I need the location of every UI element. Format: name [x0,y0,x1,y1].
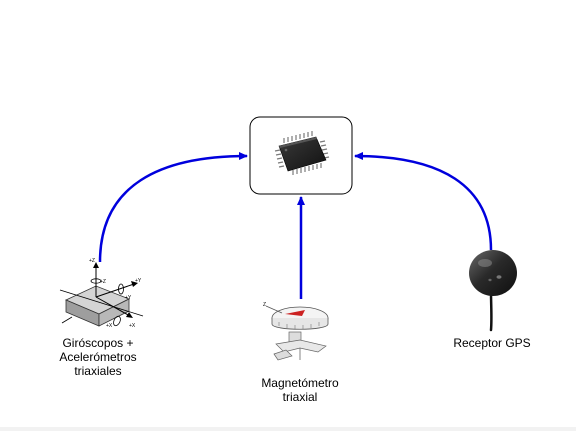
bottom-strip [0,427,576,431]
imu-gyro-accel-icon: +Z +Z +Y +Y +X +X [59,258,144,329]
imu-label: Giróscopos + Acelerómetros triaxiales [59,336,137,378]
axis-label-z-top: +Z [89,258,95,264]
compass-axis-label: Z [263,302,266,308]
gps-antenna-icon [469,250,517,332]
arrow-imu-to-processor [98,152,248,263]
axis-label-x-right: +X [129,323,136,329]
axis-label-y-upper: +Y [135,278,142,284]
microcontroller-chip-icon [274,131,330,175]
gps-label: Receptor GPS [453,336,531,350]
axis-label-x-left: +X [106,323,113,329]
axis-label-z-short: +Z [100,279,106,285]
compass-magnetometer-icon: Z [263,302,329,361]
magnetometer-label: Magnetómetro triaxial [261,376,339,404]
axis-label-y-lower: +Y [125,295,132,301]
arrow-gps-to-processor [354,152,493,251]
